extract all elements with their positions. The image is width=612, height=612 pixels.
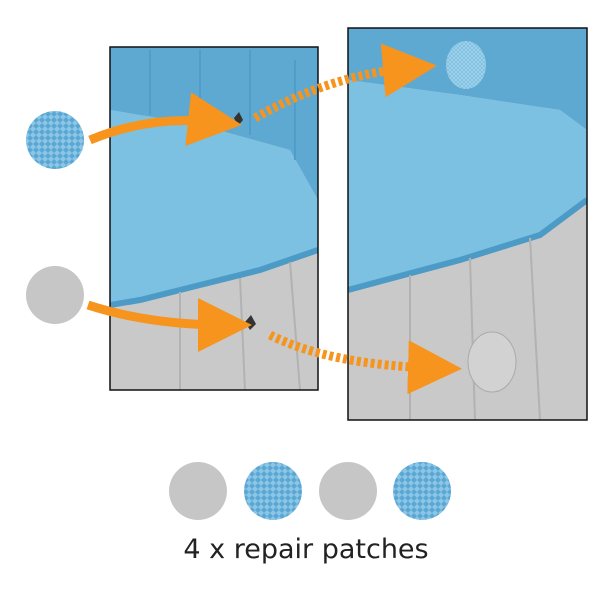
pool-after-image	[348, 28, 587, 420]
arrow-blue-to-tear	[88, 92, 242, 146]
arrow-gray-to-tear	[86, 297, 252, 352]
gray-patch-icon	[26, 266, 84, 324]
arrows	[86, 43, 462, 395]
blue-patch-icon	[393, 462, 451, 520]
applied-gray-patch	[467, 331, 517, 393]
arrow-gray-to-repair	[267, 330, 462, 395]
gray-patch-icon	[169, 462, 227, 520]
patch-set	[169, 462, 451, 520]
gray-patch-icon	[319, 462, 377, 520]
caption: 4 x repair patches	[183, 534, 429, 565]
applied-blue-patch	[446, 41, 486, 89]
blue-patch-icon	[26, 111, 84, 169]
blue-patch-icon	[244, 462, 302, 520]
